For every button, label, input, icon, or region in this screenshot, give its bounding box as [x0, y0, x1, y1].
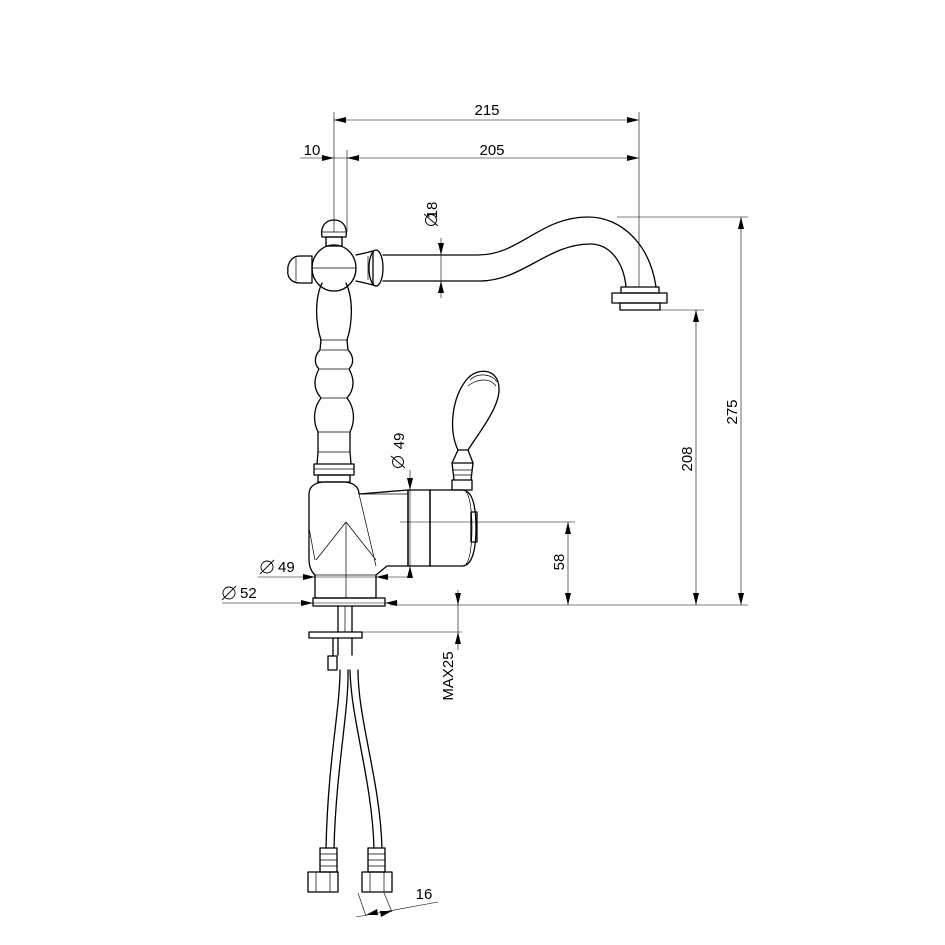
label-max-thickness: MAX25 [440, 651, 457, 700]
label-lever-diameter: 49 [391, 433, 408, 450]
dimension-lines [222, 112, 748, 918]
label-body-diameter: 49 [278, 559, 295, 576]
diameter-symbols [221, 213, 439, 601]
faucet-outline [287, 216, 668, 893]
diameter-icon [423, 213, 439, 227]
dimension-labels: 215 10 205 18 49 49 52 275 208 58 MAX25 … [240, 102, 741, 903]
label-lever-height: 58 [551, 554, 568, 571]
label-spout-diameter: 18 [424, 202, 441, 219]
label-base-diameter: 52 [240, 585, 257, 602]
label-reach: 205 [479, 142, 504, 159]
label-height-overall: 275 [724, 399, 741, 424]
label-width-overall: 215 [474, 102, 499, 119]
label-hose-diameter: 16 [416, 886, 433, 903]
diameter-icon [390, 455, 406, 469]
label-offset-left: 10 [304, 142, 321, 159]
diameter-icon [221, 585, 237, 601]
diameter-icon [259, 559, 275, 575]
label-height-spout: 208 [679, 446, 696, 471]
